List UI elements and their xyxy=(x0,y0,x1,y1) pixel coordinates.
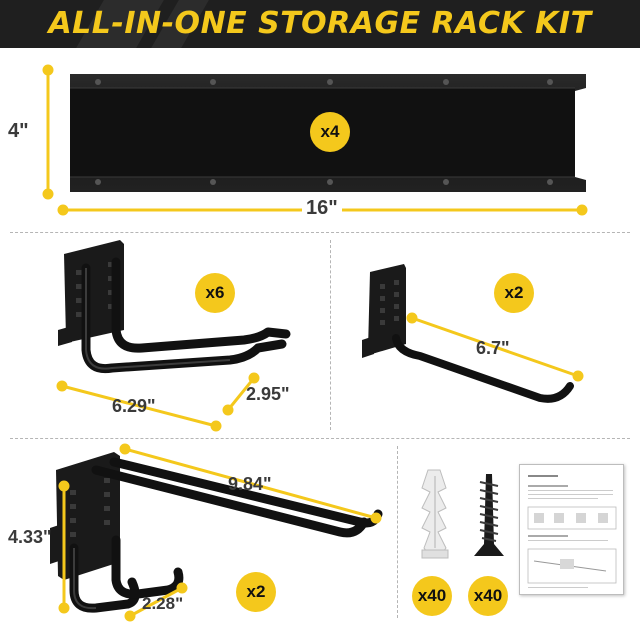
double-hook-illustration xyxy=(50,452,383,613)
double-hook-width-label: 2.28" xyxy=(142,594,184,613)
manual-content xyxy=(527,475,617,588)
rail-length-label: 16" xyxy=(302,197,342,220)
double-hook-height-label: 4.33" xyxy=(8,527,52,547)
u-hook-dimension-lines xyxy=(56,372,260,432)
double-hook-dimension-lines xyxy=(58,443,382,622)
double-hook-qty-badge: x2 xyxy=(236,572,276,612)
u-hook-illustration xyxy=(58,240,291,374)
section-divider xyxy=(330,240,331,430)
j-hook-qty-badge: x2 xyxy=(494,273,534,313)
u-hook-qty-badge: x6 xyxy=(195,273,235,313)
screw-illustration xyxy=(474,474,504,556)
rail-qty-badge: x4 xyxy=(310,112,350,152)
j-hook-length-label: 6.7" xyxy=(476,338,510,358)
u-hook-depth-label: 2.95" xyxy=(246,384,290,404)
j-hook-dimension-lines xyxy=(406,312,584,382)
rail-panel xyxy=(70,74,586,192)
double-hook-length-label: 9.84" xyxy=(228,474,272,494)
anchor-illustration xyxy=(421,469,449,559)
instruction-manual xyxy=(519,464,624,595)
section-divider xyxy=(397,446,398,618)
screw-qty-badge: x40 xyxy=(468,576,508,616)
rail-screw-holes xyxy=(95,79,553,185)
section-divider xyxy=(10,438,630,439)
page-title: ALL-IN-ONE STORAGE RACK KIT xyxy=(48,6,592,41)
header-banner: ALL-IN-ONE STORAGE RACK KIT xyxy=(0,0,640,48)
j-hook-illustration xyxy=(362,264,574,403)
rail-height-label: 4" xyxy=(8,120,29,142)
anchor-qty-badge: x40 xyxy=(412,576,452,616)
section-divider xyxy=(10,232,630,233)
u-hook-width-label: 6.29" xyxy=(112,396,156,416)
